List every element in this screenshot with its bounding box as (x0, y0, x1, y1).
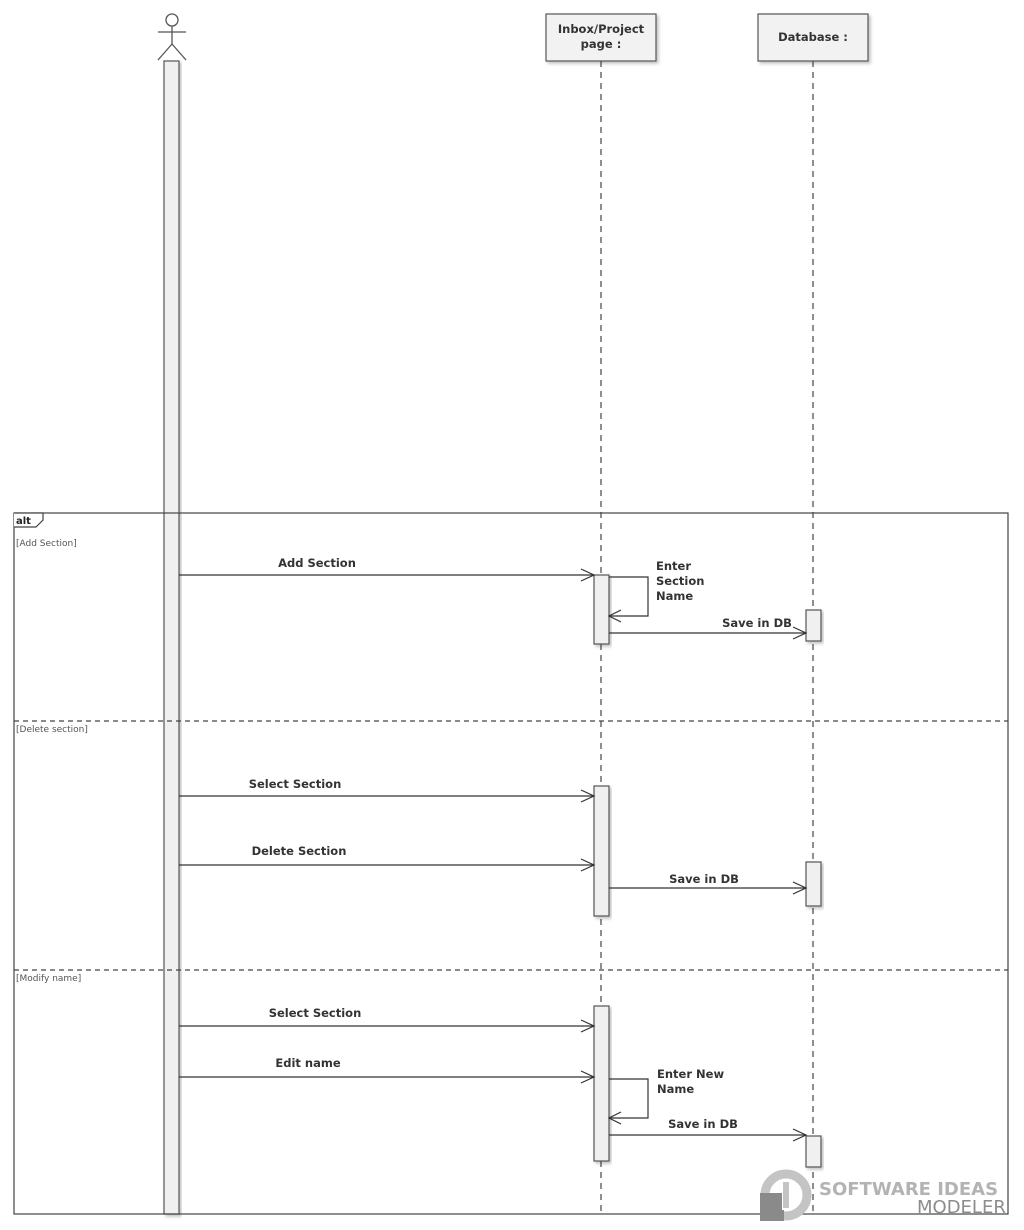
message-edit-name (179, 1070, 596, 1084)
message-save-in-db-2 (609, 881, 808, 895)
lifeline-database: Database : (757, 13, 869, 62)
actor-stick-figure (157, 13, 187, 61)
actor-activation-bar (163, 60, 180, 1215)
lifeline-database-label: Database : (778, 30, 848, 44)
lifeline-inbox-label-1: Inbox/Project (558, 22, 645, 36)
message-save-in-db-3-label: Save in DB (668, 1117, 738, 1131)
lifeline-inbox-label-2: page : (581, 37, 622, 51)
message-edit-name-label: Edit name (275, 1056, 340, 1070)
message-select-section-2 (179, 1019, 596, 1033)
guard-modify-name: [Modify name] (16, 974, 81, 984)
message-add-section-label: Add Section (278, 556, 356, 570)
message-save-in-db-3 (609, 1128, 808, 1142)
alt-fragment: alt [Add Section] [Delete section] [Modi… (13, 512, 1009, 1215)
database-activation-3 (805, 1135, 822, 1168)
watermark-text-line2: MODELER (917, 1197, 1006, 1218)
message-select-section-2-label: Select Section (269, 1006, 362, 1020)
lifeline-inbox-project: Inbox/Project page : (545, 13, 657, 62)
message-select-section-1-label: Select Section (249, 777, 342, 791)
self-message-enter-section-name (607, 576, 649, 623)
message-save-in-db-1-label: Save in DB (722, 616, 792, 630)
message-save-in-db-1 (609, 626, 808, 640)
self-message-enter-section-name-label-2: Section (656, 574, 704, 588)
guard-delete-section: [Delete section] (16, 725, 88, 735)
message-delete-section (179, 858, 596, 872)
self-message-enter-section-name-label-3: Name (656, 589, 693, 603)
message-delete-section-label: Delete Section (252, 844, 347, 858)
self-message-enter-section-name-label-1: Enter (656, 559, 691, 573)
database-activation-1 (805, 609, 822, 642)
self-message-enter-new-name-label-1: Enter New (657, 1067, 724, 1081)
database-activation-2 (805, 861, 822, 907)
message-add-section (179, 568, 596, 582)
watermark-text-line1: SOFTWARE IDEAS (819, 1179, 998, 1200)
message-select-section-1 (179, 789, 596, 803)
inbox-activation-3 (593, 1005, 610, 1162)
self-message-enter-new-name-label-2: Name (657, 1082, 694, 1096)
alt-operator-label: alt (16, 516, 31, 527)
self-message-enter-new-name (607, 1078, 649, 1125)
watermark-logo-icon (760, 1169, 812, 1221)
inbox-activation-2 (593, 785, 610, 917)
guard-add-section: [Add Section] (16, 539, 77, 549)
message-save-in-db-2-label: Save in DB (669, 872, 739, 886)
inbox-activation-1 (593, 574, 610, 645)
